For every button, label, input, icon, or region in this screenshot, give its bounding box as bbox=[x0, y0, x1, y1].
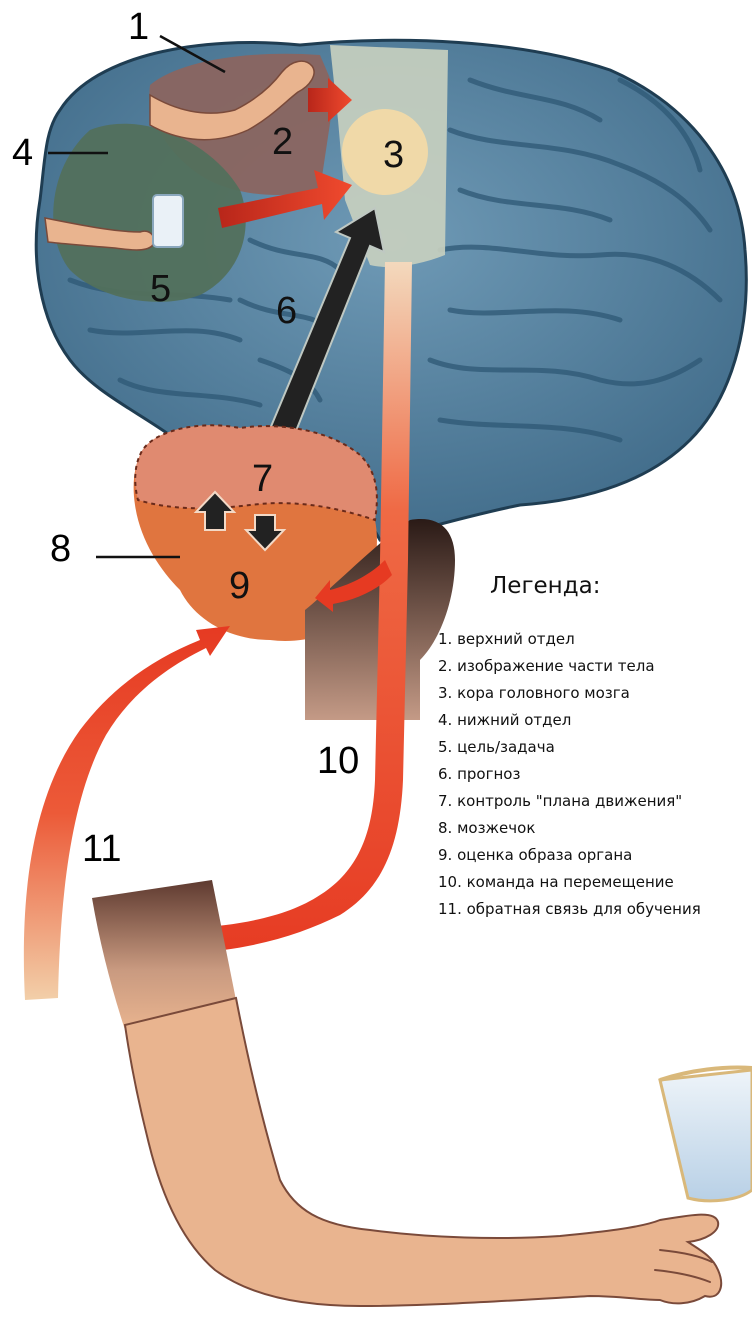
label-9: 9 bbox=[229, 567, 250, 605]
legend-title: Легенда: bbox=[490, 573, 600, 599]
legend-item: 9. оценка образа органа bbox=[438, 842, 701, 869]
label-6: 6 bbox=[276, 292, 297, 330]
label-10: 10 bbox=[317, 742, 359, 780]
label-4: 4 bbox=[12, 134, 33, 172]
legend-item: 4. нижний отдел bbox=[438, 707, 701, 734]
legend-item: 7. контроль "плана движения" bbox=[438, 788, 701, 815]
label-11: 11 bbox=[82, 830, 121, 868]
legend-item: 11. обратная связь для обучения bbox=[438, 896, 701, 923]
label-2: 2 bbox=[272, 123, 293, 161]
label-5: 5 bbox=[150, 270, 171, 308]
legend-item: 1. верхний отдел bbox=[438, 626, 701, 653]
label-3: 3 bbox=[383, 136, 404, 174]
label-8: 8 bbox=[50, 530, 71, 568]
legend-item: 6. прогноз bbox=[438, 761, 701, 788]
legend-item: 5. цель/задача bbox=[438, 734, 701, 761]
legend-item: 10. команда на перемещение bbox=[438, 869, 701, 896]
legend-item: 3. кора головного мозга bbox=[438, 680, 701, 707]
legend-item: 8. мозжечок bbox=[438, 815, 701, 842]
legend-item: 2. изображение части тела bbox=[438, 653, 701, 680]
legend: 1. верхний отдел 2. изображение части те… bbox=[438, 626, 701, 923]
label-7: 7 bbox=[252, 460, 273, 498]
